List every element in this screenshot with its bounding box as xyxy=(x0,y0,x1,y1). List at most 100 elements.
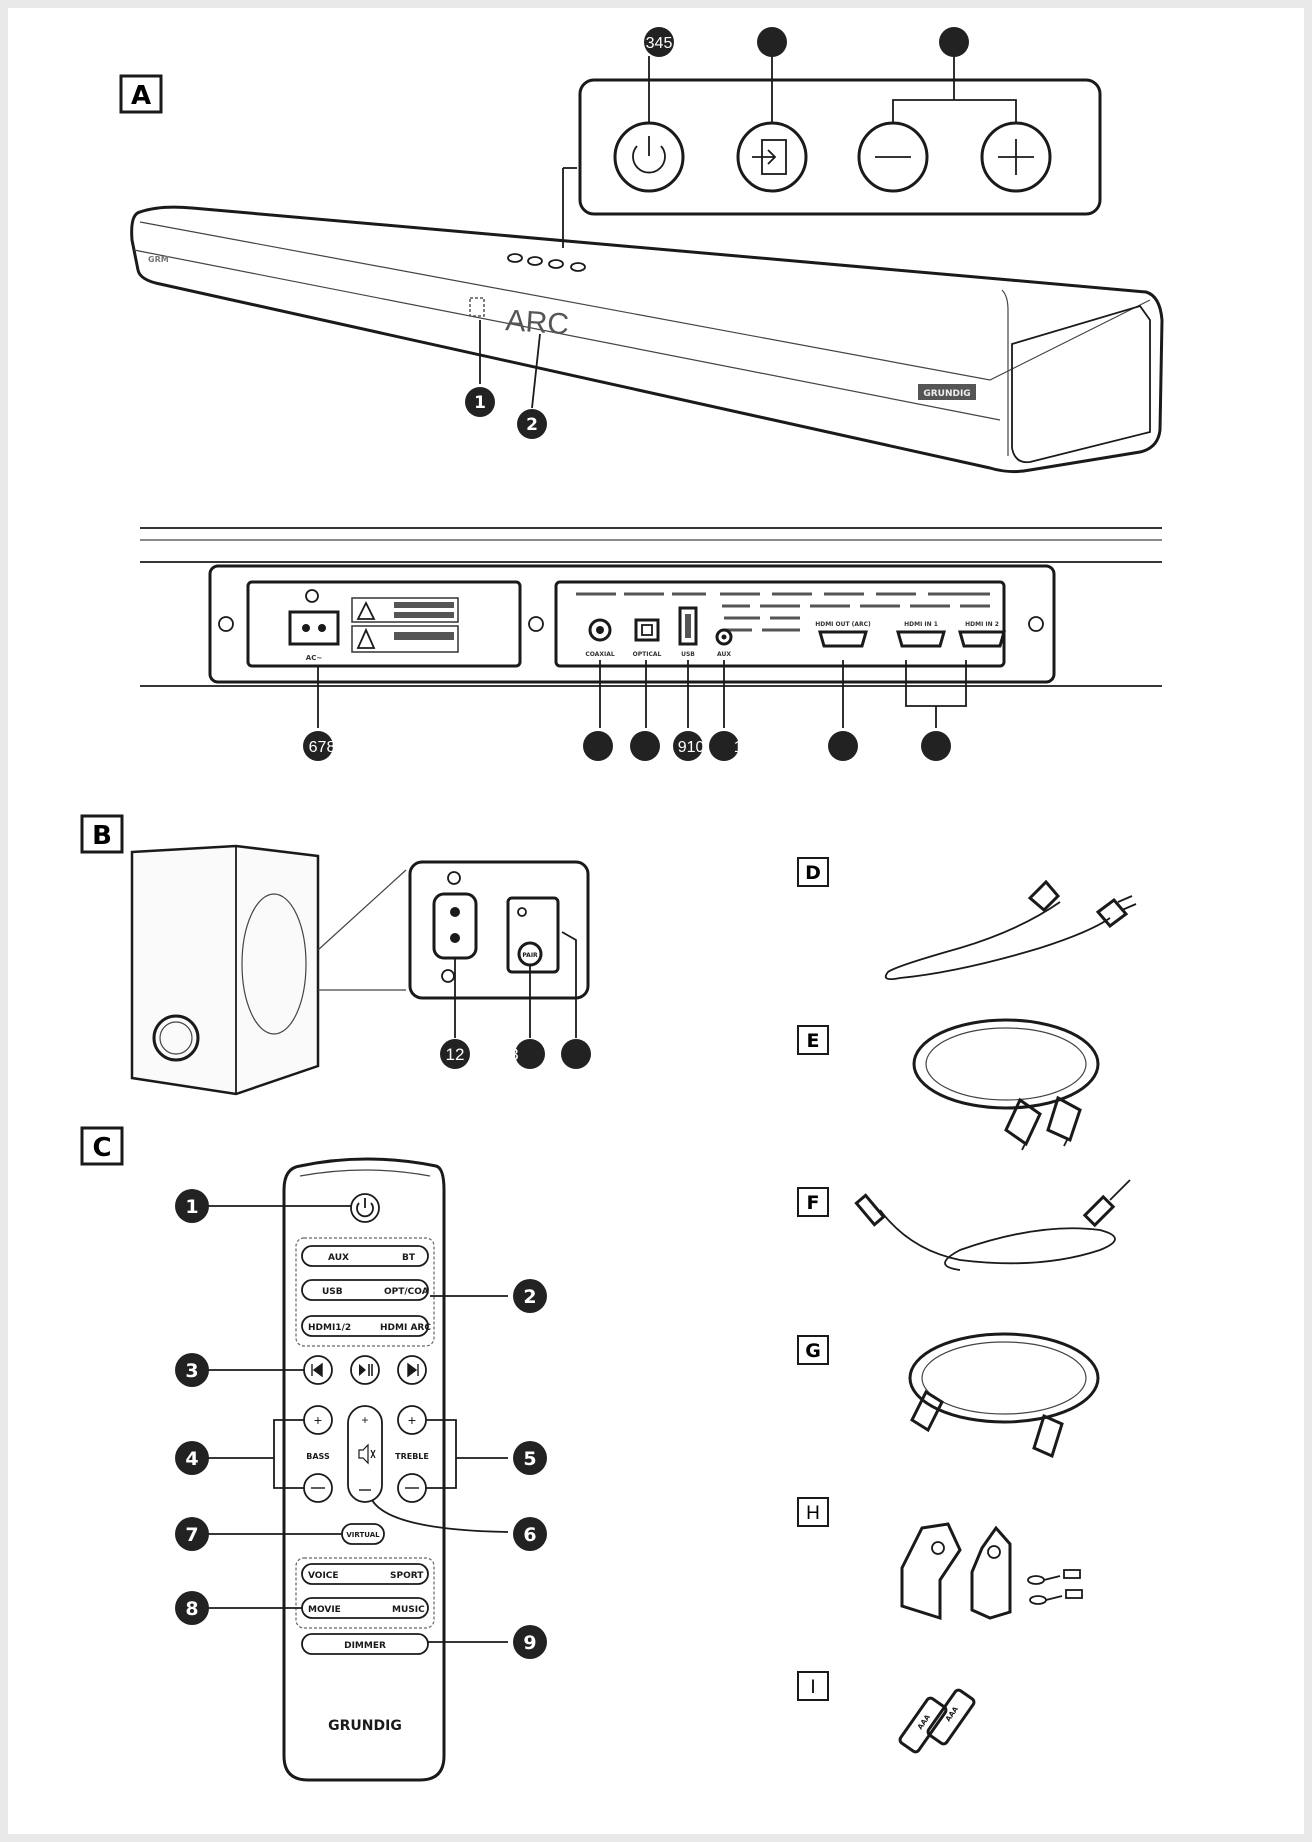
section-e-label: E xyxy=(807,1030,820,1052)
section-b-label-box: B xyxy=(80,814,124,854)
section-g-label: G xyxy=(805,1340,821,1362)
callout-c-5: 5 xyxy=(513,1441,547,1475)
remote-dimmer-label: DIMMER xyxy=(344,1641,386,1651)
callout-c-3: 3 xyxy=(175,1353,209,1387)
remote-sport-label: SPORT xyxy=(390,1571,424,1581)
remote-hdmiarc-label: HDMI ARC xyxy=(380,1323,431,1333)
button-panel-inset xyxy=(562,56,1102,248)
hdmi-cable-illustration xyxy=(912,1018,1100,1151)
callout-c-1-text: 1 xyxy=(185,1196,198,1218)
section-g-label-box: G xyxy=(797,1335,829,1365)
brand-plate-text: GRUNDIG xyxy=(923,389,970,399)
remote-bass-label: BASS xyxy=(306,1452,330,1461)
callout-c-6: 6 xyxy=(513,1517,547,1551)
callout-c-8-text: 8 xyxy=(185,1598,198,1620)
rear-coaxial-label: COAXIAL xyxy=(585,651,614,658)
callout-b-1-text: 12 xyxy=(446,1045,465,1064)
callout-a-rear-5: 11 xyxy=(709,731,750,761)
remote-music-label: MUSIC xyxy=(392,1605,425,1615)
remote-treble-plus-glyph: + xyxy=(408,1412,416,1428)
remote-virtual-label: VIRTUAL xyxy=(346,1531,380,1539)
callout-b-1: 12 xyxy=(440,1039,470,1069)
screw-icon xyxy=(1027,1569,1083,1605)
section-e-label-box: E xyxy=(797,1025,829,1055)
section-i-label: I xyxy=(810,1677,815,1698)
callout-c-2: 2 xyxy=(513,1279,547,1313)
soundbar-body: ARC GRM GRUNDIG xyxy=(130,205,1164,474)
rear-hdmi-in1-label: HDMI IN 1 xyxy=(904,621,938,628)
callout-c-4-text: 4 xyxy=(185,1448,198,1470)
remote-aux-label: AUX xyxy=(328,1253,349,1263)
subwoofer-box xyxy=(130,844,407,1096)
soundbar-left-mark: GRM xyxy=(148,255,169,264)
soundbar-rear-panel: AC~ COAXIAL OPTICAL USB xyxy=(140,527,1162,728)
callout-a-rear-6 xyxy=(828,731,858,761)
callout-c-5-text: 5 xyxy=(523,1448,536,1470)
callout-c-8: 8 xyxy=(175,1591,209,1625)
callout-a-front-2-text: 2 xyxy=(526,415,538,435)
remote-bt-label: BT xyxy=(402,1253,416,1263)
callout-a-top-1: 345 xyxy=(644,27,674,57)
callout-c-2-text: 2 xyxy=(523,1286,536,1308)
remote-treble-label: TREBLE xyxy=(395,1452,429,1461)
svg-text:+: + xyxy=(361,1413,368,1427)
rear-aux-label: AUX xyxy=(717,651,731,658)
callout-c-9: 9 xyxy=(513,1625,547,1659)
wall-bracket-illustration xyxy=(900,1522,1083,1621)
arc-text: ARC xyxy=(505,304,570,341)
remote-power-icon xyxy=(350,1193,380,1223)
callout-b-3 xyxy=(561,1039,591,1069)
led-indicator xyxy=(469,297,485,317)
optical-cable-illustration xyxy=(908,1332,1100,1459)
callout-c-6-text: 6 xyxy=(523,1524,536,1546)
callout-a-front-1-text: 1 xyxy=(474,393,486,413)
callout-c-4: 4 xyxy=(175,1441,209,1475)
callout-a-rear-5-text: 11 xyxy=(734,739,751,756)
section-h-label-box: H xyxy=(797,1497,829,1527)
callout-c-7: 7 xyxy=(175,1517,209,1551)
remote-bass-plus-glyph: + xyxy=(314,1412,322,1428)
callout-a-top-3 xyxy=(939,27,969,57)
callout-c-9-text: 9 xyxy=(523,1632,536,1654)
callout-a-top-1-text: 345 xyxy=(646,35,673,52)
remote-movie-label: MOVIE xyxy=(308,1605,341,1615)
remote-opt-label: OPT/COA xyxy=(384,1287,429,1297)
remote-control: AUX BT USB OPT/COA HDMI1/2 HDMI ARC + BA… xyxy=(208,1157,509,1782)
rear-ac-label: AC~ xyxy=(306,654,323,662)
callout-c-1: 1 xyxy=(175,1189,209,1223)
callout-a-rear-1-text: 678 xyxy=(309,739,336,756)
remote-voice-label: VOICE xyxy=(308,1571,339,1581)
callout-a-top-2 xyxy=(757,27,787,57)
remote-next-icon xyxy=(397,1355,427,1385)
section-f-label: F xyxy=(807,1192,820,1214)
section-h-label: H xyxy=(806,1503,820,1524)
callout-b-2-text: 3 xyxy=(509,1045,518,1064)
aux-cable-illustration xyxy=(854,1179,1131,1271)
section-d-label-box: D xyxy=(797,857,829,887)
section-a-label: A xyxy=(131,81,151,111)
remote-usb-label: USB xyxy=(322,1287,343,1297)
callout-a-front-1: 1 xyxy=(465,387,495,417)
subwoofer-rear-inset: PAIR xyxy=(408,860,590,1038)
rear-optical-label: OPTICAL xyxy=(633,651,662,658)
remote-mute-icon xyxy=(358,1443,376,1465)
rear-hdmi-in2-label: HDMI IN 2 xyxy=(965,621,999,628)
remote-volume-rocker xyxy=(347,1405,383,1503)
callout-a-front-2: 2 xyxy=(517,409,547,439)
section-c-label: C xyxy=(92,1133,111,1163)
section-c-label-box: C xyxy=(80,1126,124,1166)
callout-a-rear-1: 678 xyxy=(303,731,335,761)
remote-hdmi2-label: HDMI1/2 xyxy=(308,1323,351,1333)
remote-brand-label: GRUNDIG xyxy=(328,1718,402,1734)
rear-hdmi-out-label: HDMI OUT (ARC) xyxy=(815,621,871,628)
callout-a-rear-2 xyxy=(583,731,613,761)
remote-playpause-icon xyxy=(350,1355,380,1385)
callout-a-rear-3 xyxy=(630,731,660,761)
subwoofer-pair-label: PAIR xyxy=(522,952,538,959)
callout-a-rear-7 xyxy=(921,731,951,761)
rear-usb-label: USB xyxy=(681,651,695,658)
section-a-label-box: A xyxy=(119,74,163,114)
callout-b-2: 3 xyxy=(509,1039,545,1069)
